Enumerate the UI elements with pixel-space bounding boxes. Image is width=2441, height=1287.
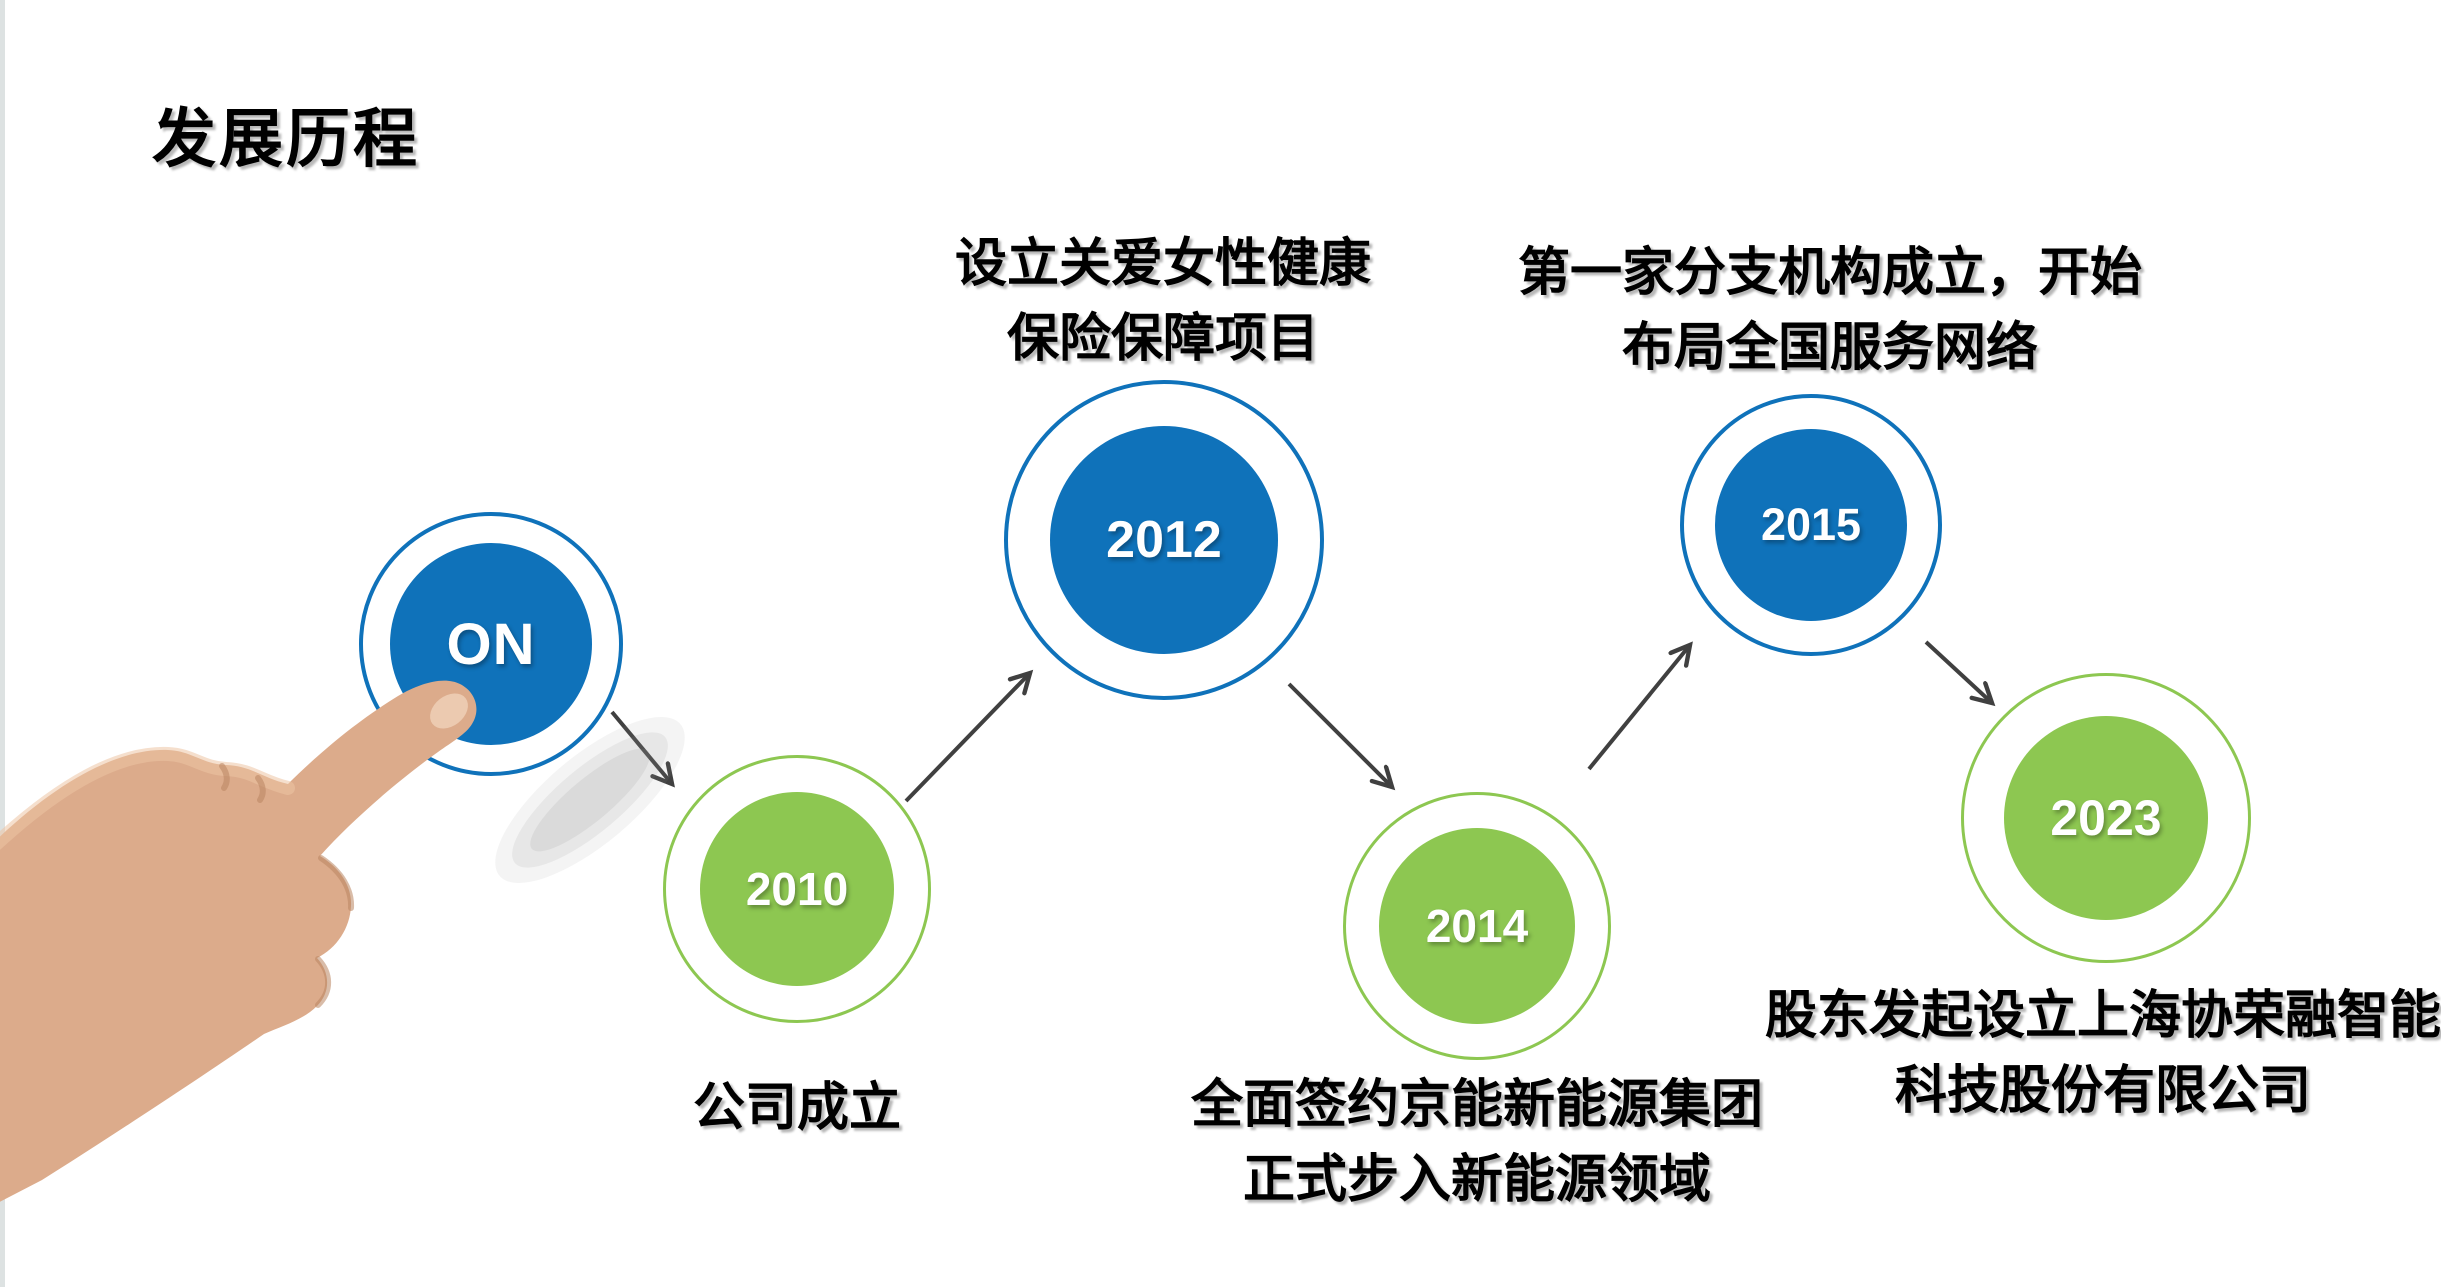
caption-line: 全面签约京能新能源集团 (1190, 1076, 1763, 1134)
timeline-node-2012: 2012 (1004, 380, 1324, 700)
caption-2023: 股东发起设立上海协荣融智能 科技股份有限公司 (1703, 979, 2441, 1129)
page-title: 发展历程 (152, 103, 420, 175)
caption-2010: 公司成立 (597, 1071, 997, 1146)
node-disc: 2010 (700, 792, 894, 986)
caption-2015: 第一家分支机构成立，开始 布局全国服务网络 (1430, 236, 2230, 386)
caption-2014: 全面签约京能新能源集团 正式步入新能源领域 (1077, 1068, 1877, 1218)
timeline-node-2015: 2015 (1680, 394, 1942, 656)
hand-shadow (495, 716, 685, 884)
node-label: 2014 (1425, 900, 1529, 952)
caption-line: 科技股份有限公司 (1894, 1062, 2311, 1120)
flow-arrow (1587, 645, 1690, 771)
caption-line: 正式步入新能源领域 (1242, 1151, 1711, 1209)
node-label: 2023 (2050, 790, 2162, 846)
node-disc: 2014 (1379, 828, 1575, 1024)
caption-line: 第一家分支机构成立，开始 (1517, 244, 2142, 302)
node-disc: 2012 (1050, 426, 1278, 654)
window-edge-strip (0, 0, 5, 1287)
node-disc: 2015 (1715, 429, 1907, 621)
caption-line: 保险保障项目 (1006, 310, 1319, 368)
node-disc: 2023 (2004, 716, 2208, 920)
timeline-node-on: ON (359, 512, 623, 776)
timeline-node-2023: 2023 (1961, 673, 2251, 963)
node-label: ON (446, 611, 536, 677)
node-label: 2010 (745, 863, 849, 915)
timeline-node-2014: 2014 (1343, 792, 1611, 1060)
caption-2012: 设立关爱女性健康 保险保障项目 (763, 227, 1563, 377)
flow-arrow (1287, 682, 1392, 787)
on-button: ON (390, 543, 592, 745)
flow-arrow (1924, 640, 1992, 703)
timeline-node-2010: 2010 (663, 755, 931, 1023)
flow-arrow (610, 710, 672, 784)
node-label: 2012 (1106, 511, 1222, 569)
node-label: 2015 (1760, 499, 1862, 550)
flow-arrow (904, 673, 1030, 803)
caption-line: 布局全国服务网络 (1621, 319, 2038, 377)
caption-line: 公司成立 (692, 1079, 901, 1137)
caption-line: 股东发起设立上海协荣融智能 (1764, 987, 2441, 1045)
caption-line: 设立关爱女性健康 (954, 235, 1371, 293)
